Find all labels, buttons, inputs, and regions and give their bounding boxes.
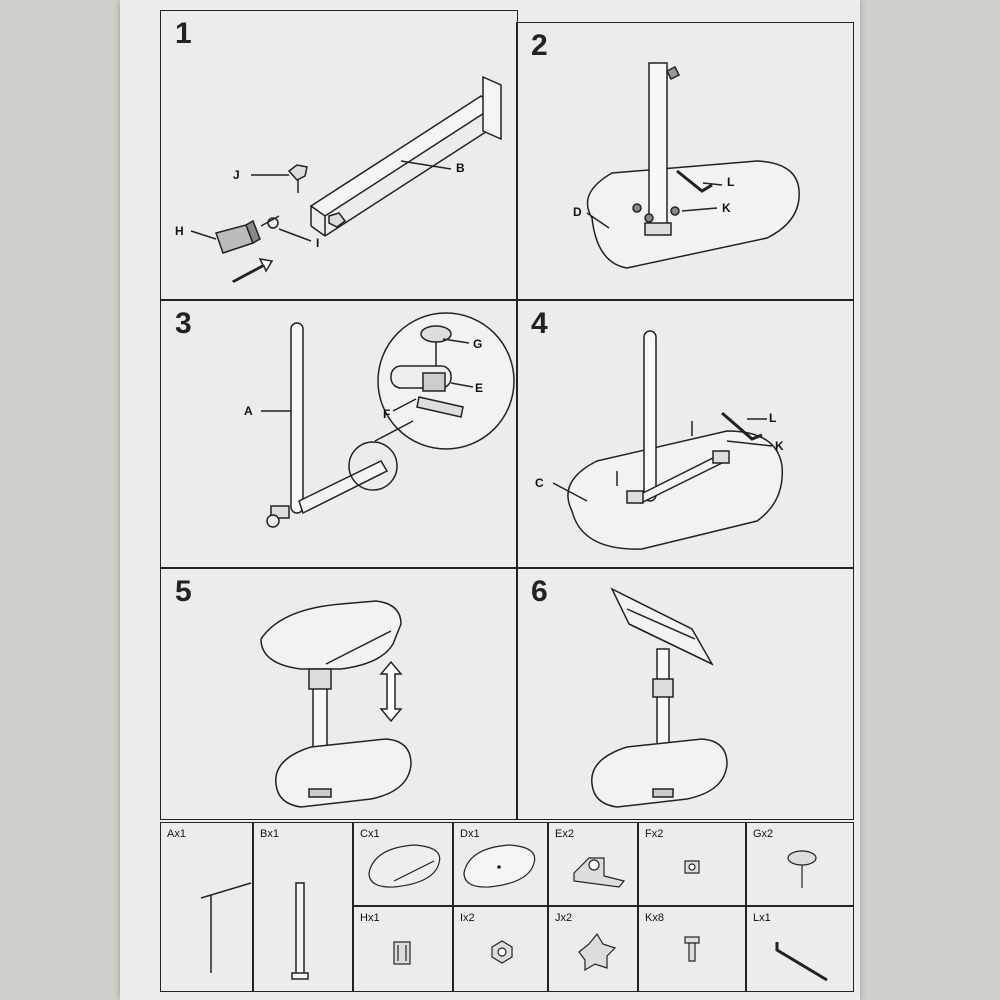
part-label: Fx2 — [645, 828, 664, 840]
step-6-diagram — [591, 587, 728, 808]
part-f: Fx2 — [638, 822, 746, 906]
post-a-icon — [200, 882, 252, 973]
part-label: Ix2 — [460, 912, 475, 924]
part-label: Hx1 — [360, 912, 380, 924]
part-label: Dx1 — [460, 828, 480, 840]
part-label: Lx1 — [753, 912, 771, 924]
step-3-diagram — [261, 312, 515, 528]
label-b: B — [456, 161, 465, 175]
label-i: I — [316, 236, 320, 250]
parts-list: Ax1 Bx1 Cx1 Dx1 Ex2 Fx2 Gx2 — [160, 822, 854, 992]
part-label: Jx2 — [555, 912, 573, 924]
instruction-sheet: 1 — [120, 0, 860, 1000]
part-l: Lx1 — [746, 906, 854, 992]
step-number: 4 — [531, 307, 548, 340]
hex-nut-icon — [491, 940, 513, 964]
part-label: Cx1 — [360, 828, 380, 840]
step-number: 1 — [175, 17, 192, 50]
square-nut-icon — [684, 860, 700, 874]
step-5-diagram — [260, 600, 412, 808]
step-1-panel: 1 — [160, 10, 518, 300]
part-label: Bx1 — [260, 828, 279, 840]
part-k: Kx8 — [638, 906, 746, 992]
part-h: Hx1 — [353, 906, 453, 992]
part-label: Kx8 — [645, 912, 664, 924]
label-h: H — [175, 224, 184, 238]
part-label: Ax1 — [167, 828, 186, 840]
part-label: Gx2 — [753, 828, 774, 840]
step-3-panel: 3 — [160, 300, 518, 568]
part-g: Gx2 — [746, 822, 854, 906]
step-number: 2 — [531, 29, 548, 62]
label-e: E — [475, 381, 484, 395]
step-5-panel: 5 — [160, 568, 518, 820]
base-plate-icon — [463, 844, 536, 888]
star-knob-icon — [578, 932, 617, 972]
part-a: Ax1 — [160, 822, 253, 992]
label-j: J — [233, 168, 240, 182]
part-e: Ex2 — [548, 822, 638, 906]
label-c: C — [535, 476, 544, 490]
part-d: Dx1 — [453, 822, 548, 906]
step-number: 3 — [175, 307, 192, 340]
step-4-diagram — [552, 330, 784, 550]
label-l: L — [769, 411, 777, 425]
label-k: K — [775, 439, 784, 453]
part-j: Jx2 — [548, 906, 638, 992]
clamp-icon — [573, 857, 626, 888]
part-i: Ix2 — [453, 906, 548, 992]
step-2-diagram — [586, 62, 800, 269]
post-b-icon — [291, 882, 309, 980]
label-d: D — [573, 205, 582, 219]
step-6-panel: 6 — [516, 568, 854, 820]
label-g: G — [473, 337, 483, 351]
table-top-icon — [368, 844, 441, 888]
step-4-panel: 4 L K — [516, 300, 854, 568]
step-number: 5 — [175, 575, 192, 608]
label-f: F — [383, 407, 391, 421]
end-cap-icon — [393, 941, 411, 965]
knob-screw-icon — [787, 850, 817, 888]
part-b: Bx1 — [253, 822, 353, 992]
label-l: L — [727, 175, 735, 189]
step-1-diagram — [190, 75, 502, 283]
label-a: A — [244, 404, 253, 418]
allen-key-icon — [775, 942, 828, 982]
bolt-icon — [684, 936, 700, 962]
step-2-panel: 2 L D K — [516, 22, 854, 300]
part-c: Cx1 — [353, 822, 453, 906]
label-k: K — [722, 201, 731, 215]
step-number: 6 — [531, 575, 548, 608]
part-label: Ex2 — [555, 828, 574, 840]
